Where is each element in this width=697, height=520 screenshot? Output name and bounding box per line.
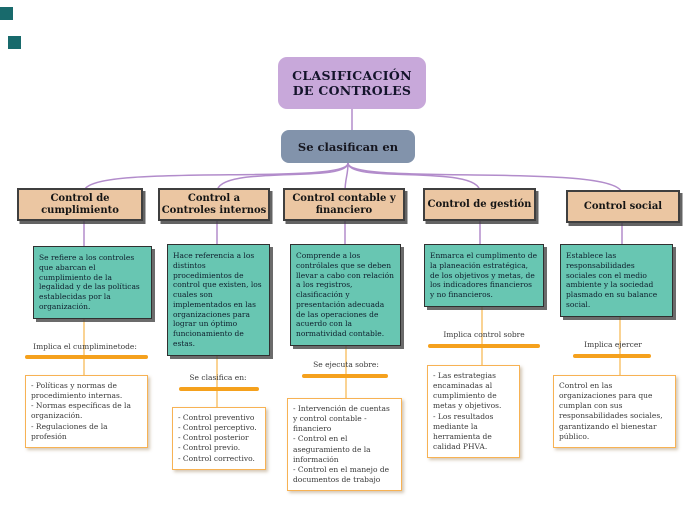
- branch-header-gestion: Control de gestión: [423, 188, 536, 221]
- link-underline: [573, 354, 651, 358]
- branch-description-contable-financiero: Comprende a los contrólales que se deben…: [290, 244, 401, 346]
- branch-details-controles-internos: - Control preventivo - Control perceptiv…: [172, 407, 266, 470]
- link-label-gestion: Implica control sobre: [443, 330, 525, 339]
- branch-description-social: Establece las responsabilidades sociales…: [560, 244, 673, 317]
- branch-header-social: Control social: [566, 190, 680, 223]
- branch-description-cumplimiento: Se refiere a los controles que abarcan e…: [33, 246, 152, 319]
- branch-description-gestion: Enmarca el cumplimento de la planeación …: [424, 244, 544, 307]
- branch-header-controles-internos: Control a Controles internos: [158, 188, 270, 221]
- link-underline: [302, 374, 388, 378]
- branch-description-controles-internos: Hace referencia a los distintos procedim…: [167, 244, 270, 356]
- link-underline: [428, 344, 540, 348]
- branch-header-cumplimiento: Control de cumplimiento: [17, 188, 143, 221]
- purple-connectors: [83, 108, 623, 250]
- branch-header-contable-financiero: Control contable y financiero: [283, 188, 405, 221]
- link-underline: [25, 355, 148, 359]
- classifier-node: Se clasifican en: [281, 130, 415, 163]
- link-label-contable-financiero: Se ejecuta sobre:: [313, 360, 379, 369]
- corner-marker-icon: [0, 7, 13, 20]
- root-node-title: CLASIFICACIÓN DE CONTROLES: [278, 57, 426, 109]
- link-label-social: Implica ejercer: [584, 340, 642, 349]
- branch-details-contable-financiero: - Intervención de cuentas y control cont…: [287, 398, 402, 491]
- link-label-controles-internos: Se clasifica en:: [189, 373, 247, 382]
- link-label-cumplimiento: Implica el cumpliminetode:: [33, 342, 137, 351]
- link-underline: [179, 387, 259, 391]
- branch-details-cumplimiento: - Políticas y normas de procedimiento in…: [25, 375, 148, 448]
- branch-details-gestion: - Las estrategias encaminadas al cumplim…: [427, 365, 520, 458]
- branch-details-social: Control en las organizaciones para que c…: [553, 375, 676, 448]
- corner-marker-icon: [8, 36, 21, 49]
